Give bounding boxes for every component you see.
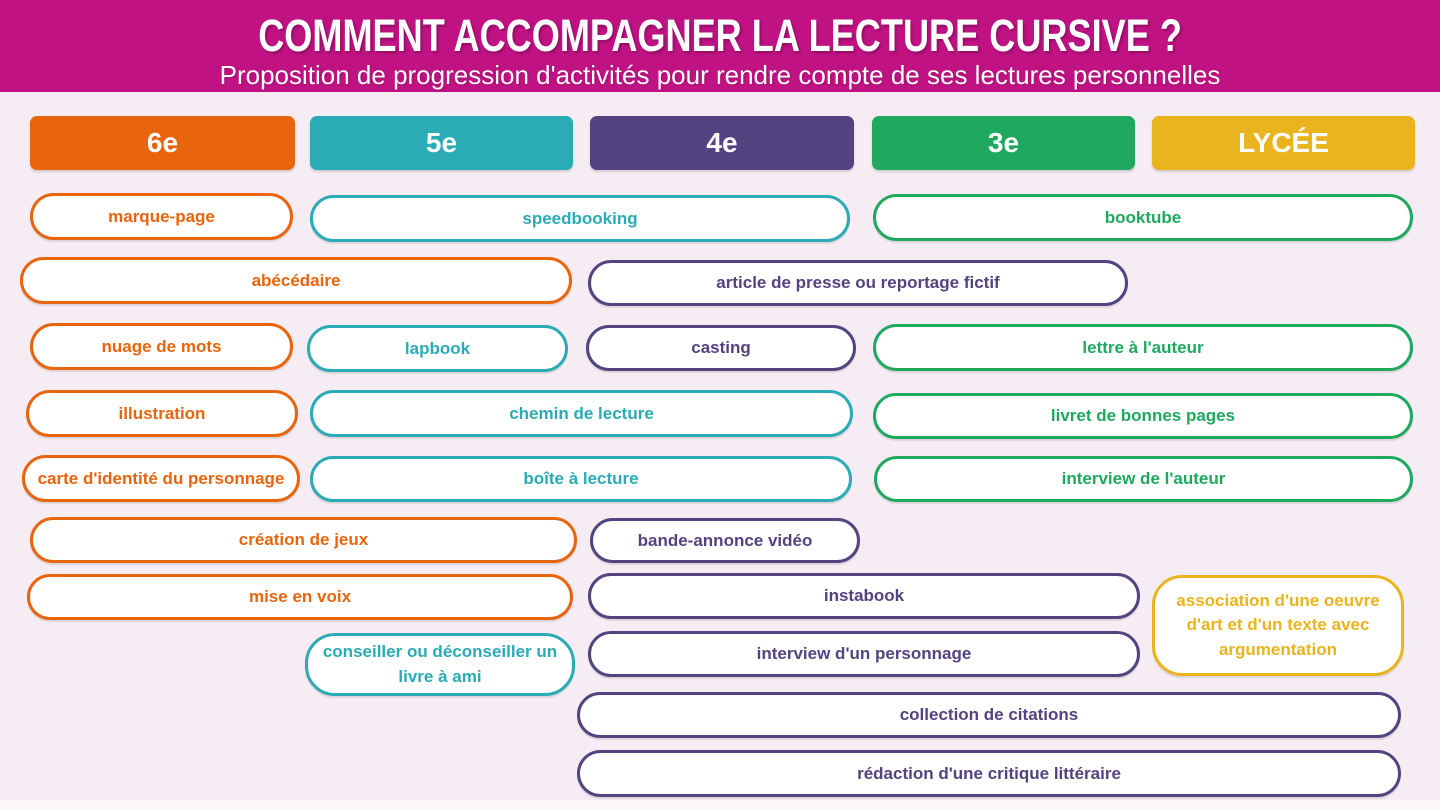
activity-pill-conseiller-ou-deconseiller: conseiller ou déconseiller un livre à am… <box>305 633 575 696</box>
activity-pill-lapbook: lapbook <box>307 325 568 372</box>
activity-pill-association-oeuvre-d-art: association d'une oeuvre d'art et d'un t… <box>1152 575 1404 676</box>
activity-label: article de presse ou reportage fictif <box>716 273 1000 292</box>
level-label: 5e <box>425 127 458 158</box>
level-label: 4e <box>706 127 738 158</box>
activity-pill-lettre-a-l-auteur: lettre à l'auteur <box>873 324 1413 371</box>
activity-pill-instabook: instabook <box>588 573 1140 619</box>
activity-pill-bande-annonce-video: bande-annonce vidéo <box>590 518 860 563</box>
level-header-lycee: LYCÉE <box>1152 116 1415 170</box>
activity-label: association d'une oeuvre d'art et d'un t… <box>1176 590 1380 659</box>
activity-pill-casting: casting <box>586 325 856 371</box>
activity-pill-interview-de-l-auteur: interview de l'auteur <box>874 456 1413 502</box>
activity-pill-marque-page: marque-page <box>30 193 293 240</box>
level-header-4e: 4e <box>590 116 854 170</box>
activity-label: instabook <box>823 586 905 605</box>
activity-label: booktube <box>1104 207 1182 227</box>
activity-label: création de jeux <box>238 530 369 549</box>
activity-pill-abecedaire: abécédaire <box>20 257 572 304</box>
page-title: COMMENT ACCOMPAGNER LA LECTURE CURSIVE ? <box>258 10 1182 61</box>
activity-label: nuage de mots <box>101 336 222 356</box>
level-label: LYCÉE <box>1238 127 1329 158</box>
activity-pill-livret-de-bonnes-pages: livret de bonnes pages <box>873 393 1413 439</box>
level-label: 6e <box>146 127 179 158</box>
activity-label: bande-annonce vidéo <box>637 530 813 550</box>
activity-label: marque-page <box>108 206 215 226</box>
activity-label: mise en voix <box>248 587 352 606</box>
activity-label: lettre à l'auteur <box>1082 337 1204 357</box>
activity-pill-booktube: booktube <box>873 194 1413 241</box>
activity-label: boîte à lecture <box>523 469 639 488</box>
activity-pill-chemin-de-lecture: chemin de lecture <box>310 390 853 437</box>
activity-pill-speedbooking: speedbooking <box>310 195 850 242</box>
activity-pill-article-de-presse: article de presse ou reportage fictif <box>588 260 1128 306</box>
activity-pill-boite-a-lecture: boîte à lecture <box>310 456 852 502</box>
activity-label: rédaction d'une critique littéraire <box>857 763 1121 783</box>
activity-label: lapbook <box>404 338 471 358</box>
activity-pill-nuage-de-mots: nuage de mots <box>30 323 293 370</box>
activity-label: abécédaire <box>251 270 341 290</box>
activity-label: chemin de lecture <box>509 403 654 423</box>
activity-label: collection de citations <box>899 705 1079 724</box>
activity-label: livret de bonnes pages <box>1050 406 1236 425</box>
activity-label: speedbooking <box>522 208 638 228</box>
activity-label: interview d'un personnage <box>756 644 972 663</box>
activity-label: interview de l'auteur <box>1061 469 1226 488</box>
activity-pill-mise-en-voix: mise en voix <box>27 574 573 620</box>
level-header-5e: 5e <box>310 116 573 170</box>
activity-pill-collection-de-citations: collection de citations <box>577 692 1401 738</box>
activity-label: carte d'identité du personnage <box>37 468 285 488</box>
activity-pill-creation-de-jeux: création de jeux <box>30 517 577 563</box>
bottom-strip <box>0 800 1440 810</box>
activity-label: conseiller ou déconseiller un livre à am… <box>322 641 558 686</box>
activity-pill-redaction-critique: rédaction d'une critique littéraire <box>577 750 1401 797</box>
level-label: 3e <box>987 127 1020 158</box>
level-header-3e: 3e <box>872 116 1135 170</box>
header-banner: COMMENT ACCOMPAGNER LA LECTURE CURSIVE ?… <box>0 0 1440 92</box>
page-subtitle: Proposition de progression d'activités p… <box>219 60 1221 90</box>
activity-pill-carte-d-identite: carte d'identité du personnage <box>22 455 300 502</box>
level-header-6e: 6e <box>30 116 295 170</box>
activity-label: casting <box>691 338 751 357</box>
activity-pill-illustration: illustration <box>26 390 298 437</box>
activity-label: illustration <box>118 403 206 423</box>
activity-pill-interview-d-un-personnage: interview d'un personnage <box>588 631 1140 677</box>
